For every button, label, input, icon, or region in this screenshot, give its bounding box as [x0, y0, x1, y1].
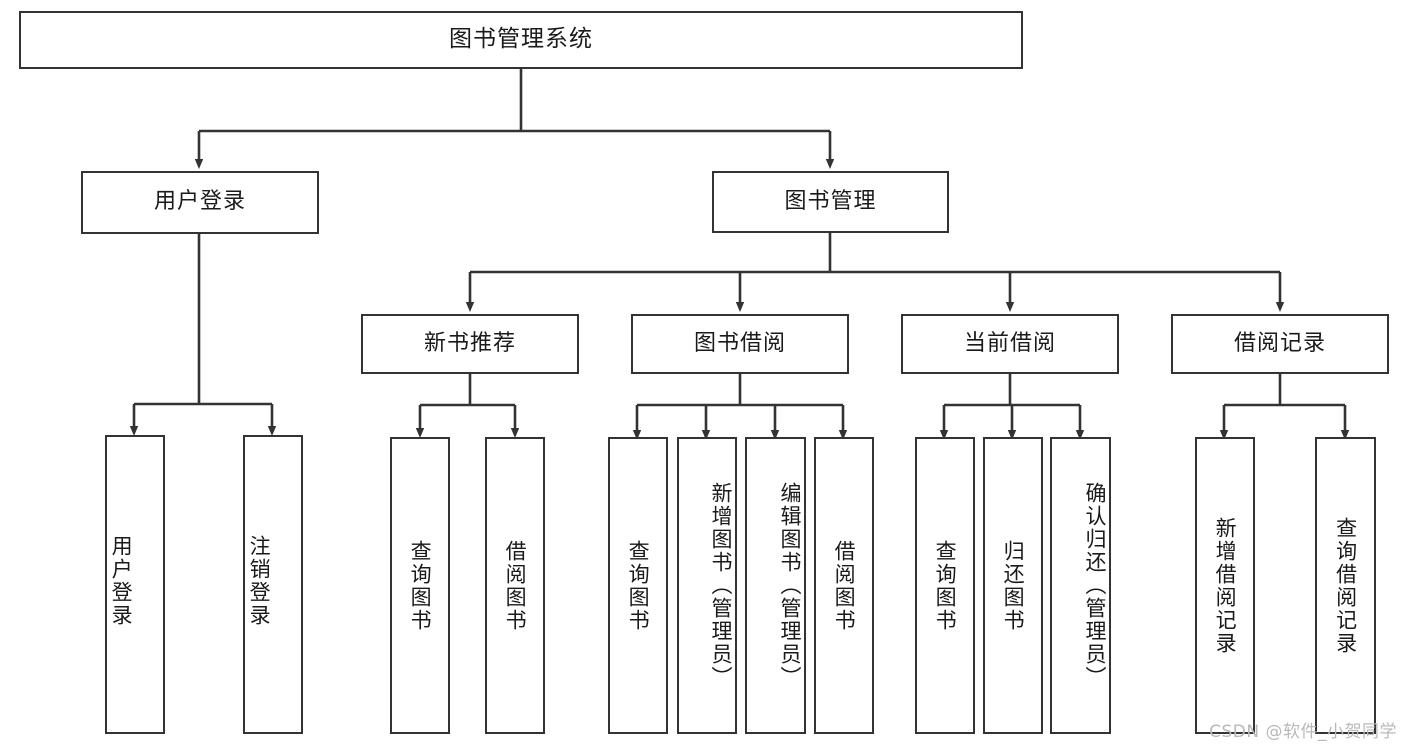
node-label: 新增借阅记录: [1213, 516, 1238, 655]
node-label: 借阅图书: [832, 539, 857, 632]
node-leaf-user-login[interactable]: 用户登录: [105, 435, 165, 734]
node-leaf-add-record[interactable]: 新增借阅记录: [1195, 437, 1255, 734]
node-leaf-add-book[interactable]: 新增图书（管理员）: [677, 437, 737, 734]
node-leaf-borrow-book-1[interactable]: 借阅图书: [485, 437, 545, 734]
node-leaf-query-book-3[interactable]: 查询图书: [915, 437, 975, 734]
node-label: 用户登录: [153, 189, 246, 215]
node-label: 编辑图书（管理员）: [778, 482, 802, 689]
node-label: 查询图书: [933, 539, 958, 632]
node-leaf-borrow-book-2[interactable]: 借阅图书: [814, 437, 874, 734]
node-current-borrow[interactable]: 当前借阅: [901, 314, 1119, 374]
node-borrow-record[interactable]: 借阅记录: [1171, 314, 1389, 374]
node-label: 当前借阅: [963, 330, 1056, 356]
node-leaf-return-book[interactable]: 归还图书: [983, 437, 1043, 734]
node-label: 借阅记录: [1233, 330, 1326, 356]
node-label: 注销登录: [247, 534, 272, 627]
node-user-login[interactable]: 用户登录: [81, 171, 319, 234]
node-label: 图书管理: [784, 188, 877, 214]
node-book-manage[interactable]: 图书管理: [712, 171, 949, 233]
node-leaf-user-logout[interactable]: 注销登录: [243, 435, 303, 734]
node-label: 新书推荐: [423, 330, 516, 356]
node-leaf-confirm-return[interactable]: 确认归还（管理员）: [1050, 437, 1111, 734]
node-new-book-recommend[interactable]: 新书推荐: [361, 314, 579, 374]
node-root[interactable]: 图书管理系统: [19, 11, 1023, 69]
node-label: 查询借阅记录: [1333, 516, 1358, 655]
watermark: CSDN @软件_小贺同学: [1209, 722, 1397, 742]
node-label: 用户登录: [109, 534, 134, 627]
node-label: 借阅图书: [503, 539, 528, 632]
node-label: 确认归还（管理员）: [1083, 482, 1107, 689]
node-label: 图书管理系统: [449, 26, 593, 53]
node-label: 归还图书: [1001, 539, 1026, 632]
node-leaf-query-record[interactable]: 查询借阅记录: [1315, 437, 1376, 734]
node-leaf-edit-book[interactable]: 编辑图书（管理员）: [745, 437, 806, 734]
node-label: 新增图书（管理员）: [709, 482, 733, 689]
node-book-borrow[interactable]: 图书借阅: [631, 314, 849, 374]
node-leaf-query-book-2[interactable]: 查询图书: [608, 437, 668, 734]
node-label: 查询图书: [408, 539, 433, 632]
node-label: 查询图书: [626, 539, 651, 632]
node-label: 图书借阅: [693, 330, 786, 356]
node-leaf-query-book-1[interactable]: 查询图书: [390, 437, 450, 734]
